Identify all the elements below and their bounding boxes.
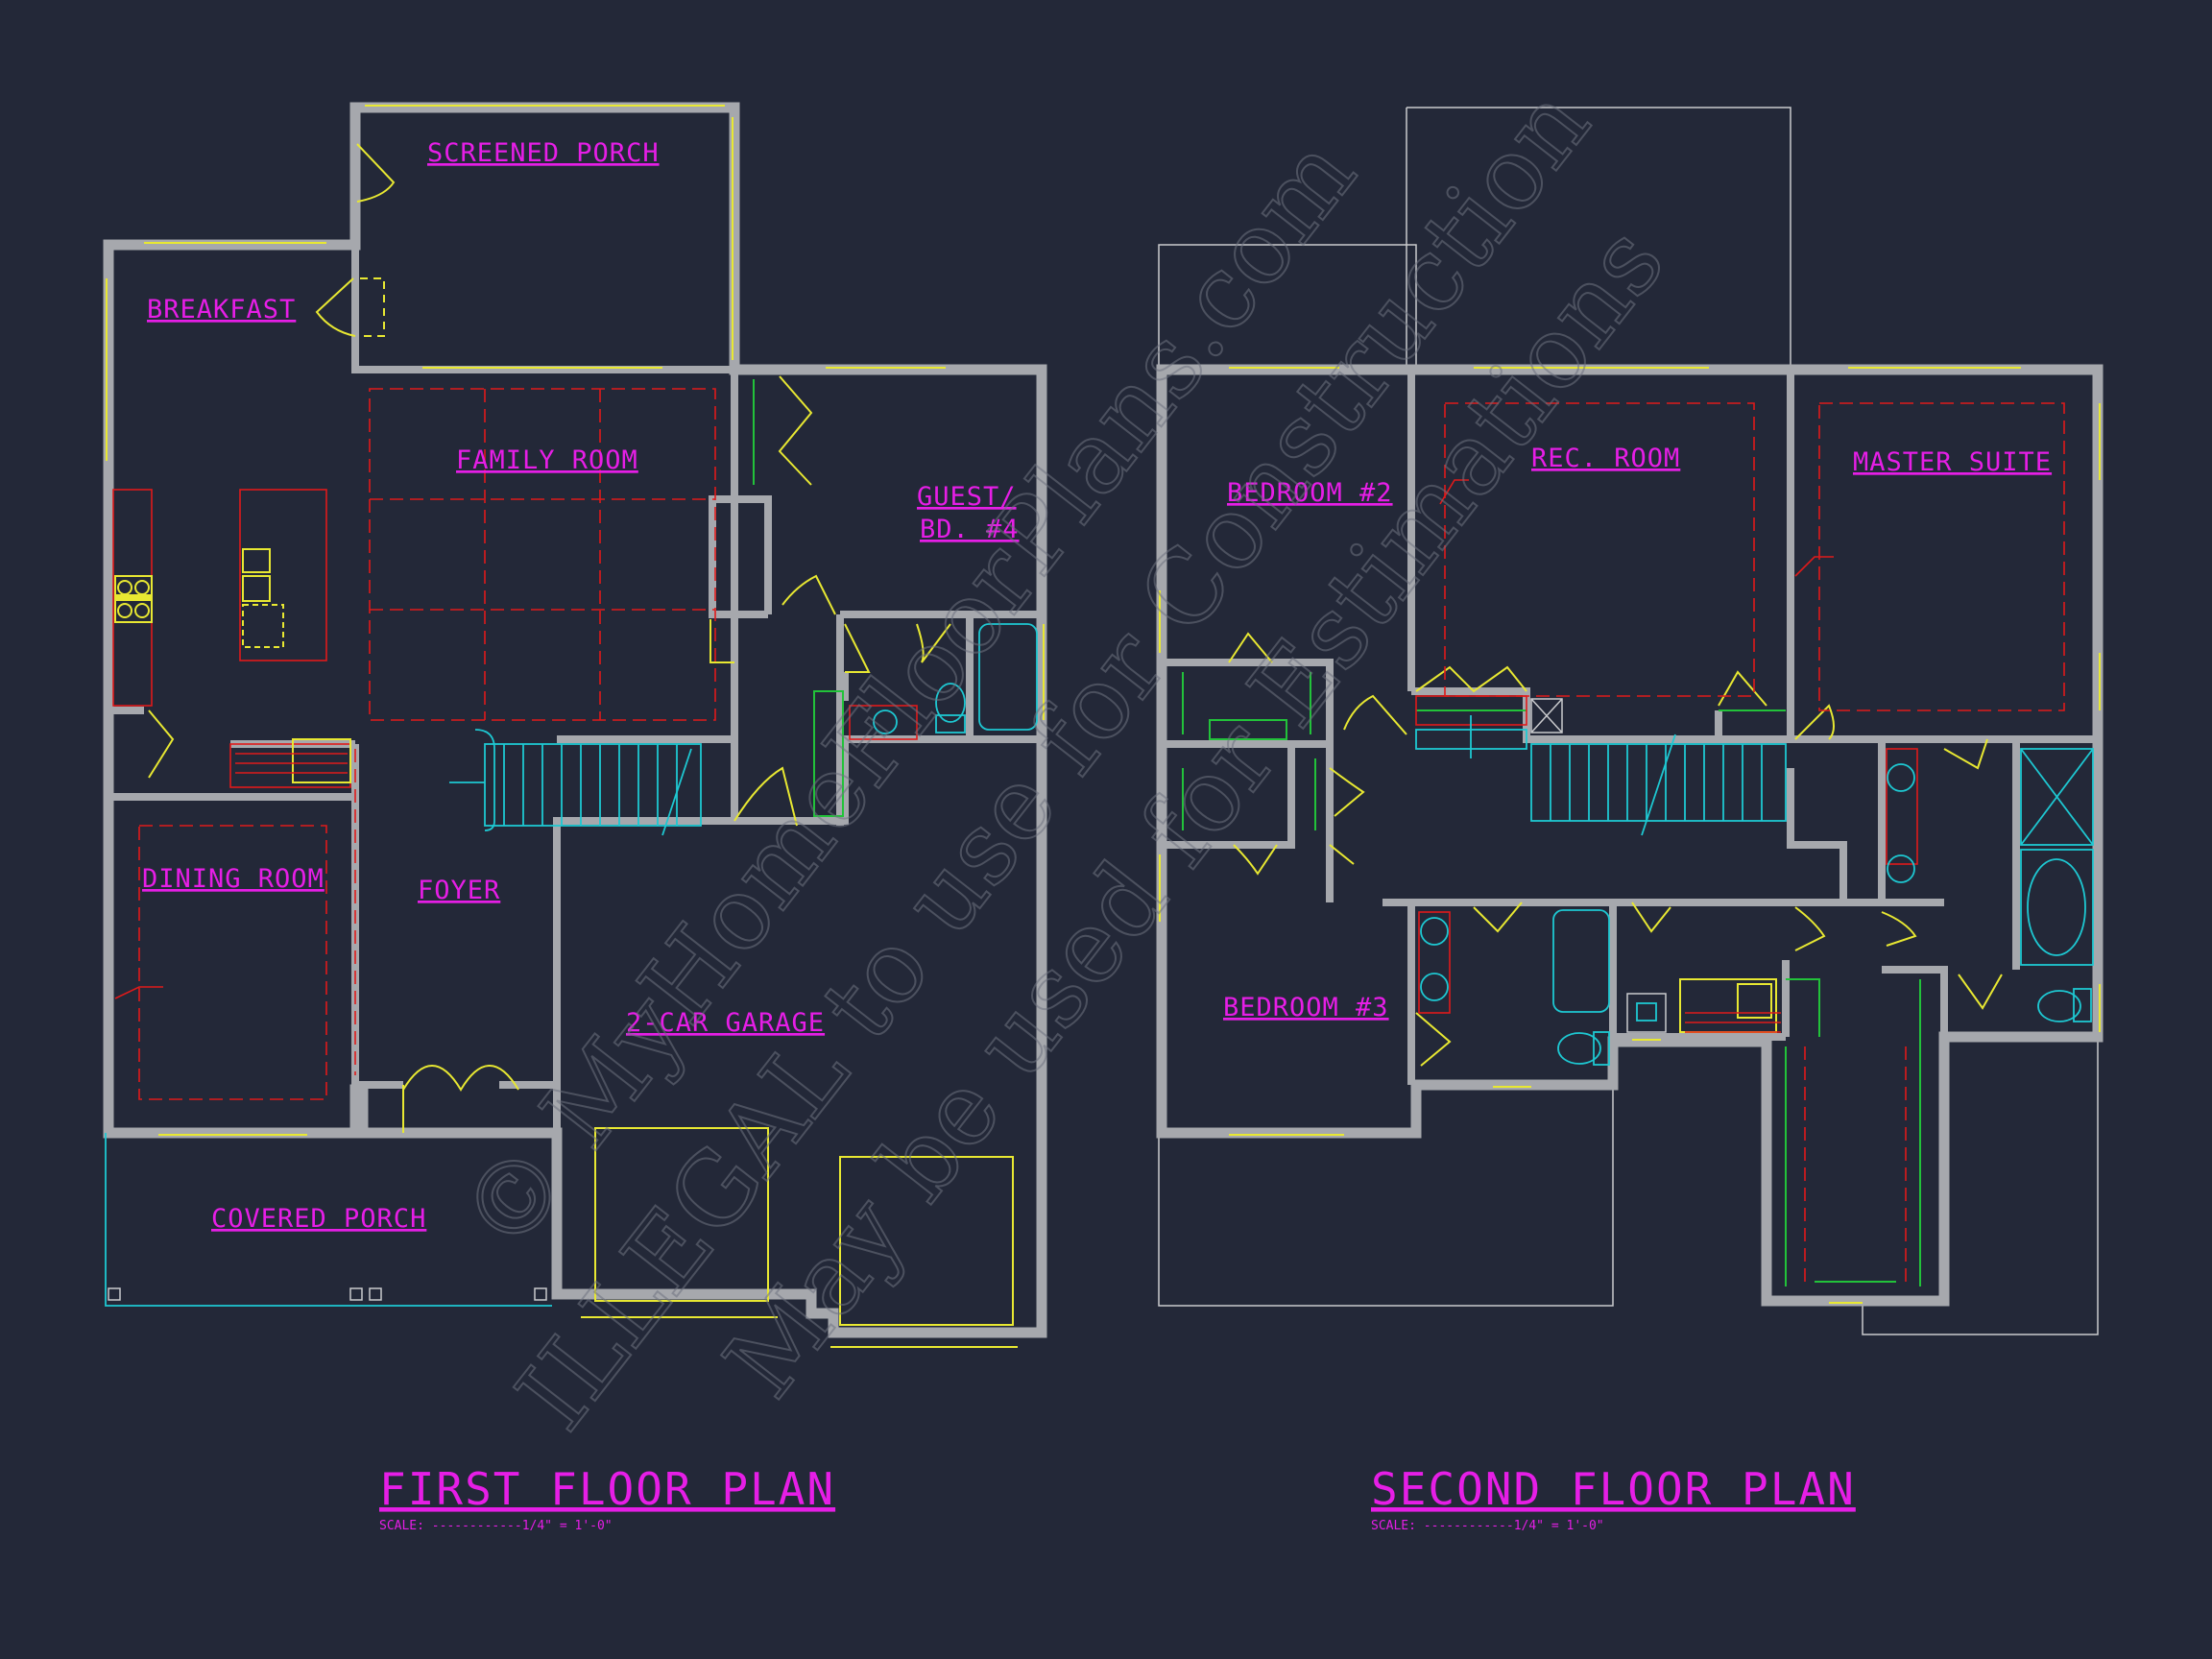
label-master-suite: MASTER SUITE: [1853, 447, 2052, 477]
label-covered-porch: COVERED PORCH: [211, 1204, 426, 1234]
label-screened-porch: SCREENED PORCH: [427, 138, 660, 168]
garage-parking-outlines: [594, 1127, 1014, 1326]
first-floor-stair: [449, 729, 702, 836]
label-dining-room: DINING ROOM: [142, 864, 325, 894]
first-floor-doors: [148, 143, 951, 1092]
room-labels: SCREENED PORCH BREAKFAST FAMILY ROOM GUE…: [142, 138, 2052, 1234]
second-floor-title: SECOND FLOOR PLAN: [1371, 1463, 1856, 1515]
first-floor-plan: [103, 102, 1047, 1348]
second-floor-scale: SCALE: ------------1/4" = 1'-0": [1371, 1519, 1604, 1533]
roof-outlines: [1158, 107, 2099, 1335]
second-floor-exterior-walls: [1156, 364, 2104, 1307]
first-floor-exterior-walls: [103, 102, 1047, 1338]
covered-porch-outline: [105, 1133, 552, 1307]
label-bedroom-2: BEDROOM #2: [1227, 478, 1393, 508]
second-floor-plan: [1156, 107, 2104, 1335]
watermark: © MyHomeFloorPlans.com ILLEGAL to use fo…: [437, 65, 1688, 1453]
second-floor-closets: [1182, 672, 1921, 1286]
second-floor-doors: [1228, 632, 2003, 1067]
watermark-line-2: ILLEGAL to use for Construction: [494, 66, 1613, 1452]
label-breakfast: BREAKFAST: [147, 295, 296, 325]
kitchen-fixtures: [112, 489, 351, 788]
second-floor-bath-fixtures: [1418, 748, 2094, 1066]
first-floor-windows: [106, 105, 1045, 1348]
label-rec-room: REC. ROOM: [1531, 444, 1680, 473]
label-foyer: FOYER: [418, 876, 500, 905]
second-floor-ceiling-lines: [1439, 402, 2065, 1286]
first-floor-title: FIRST FLOOR PLAN: [379, 1463, 835, 1515]
label-guest-line2: BD. #4: [920, 515, 1020, 544]
first-floor-scale: SCALE: ------------1/4" = 1'-0": [379, 1519, 613, 1533]
first-floor-bath-fixtures: [753, 379, 1038, 817]
second-floor-stair: [1415, 715, 1787, 836]
label-guest-line1: GUEST/: [917, 482, 1017, 512]
label-family-room: FAMILY ROOM: [456, 445, 638, 475]
first-floor-ceiling-lines: [114, 388, 716, 1100]
label-garage: 2-CAR GARAGE: [626, 1008, 825, 1038]
second-floor-windows: [1159, 367, 2101, 1304]
plan-titles: FIRST FLOOR PLAN SCALE: ------------1/4"…: [379, 1463, 1856, 1533]
label-bedroom-3: BEDROOM #3: [1223, 993, 1389, 1022]
